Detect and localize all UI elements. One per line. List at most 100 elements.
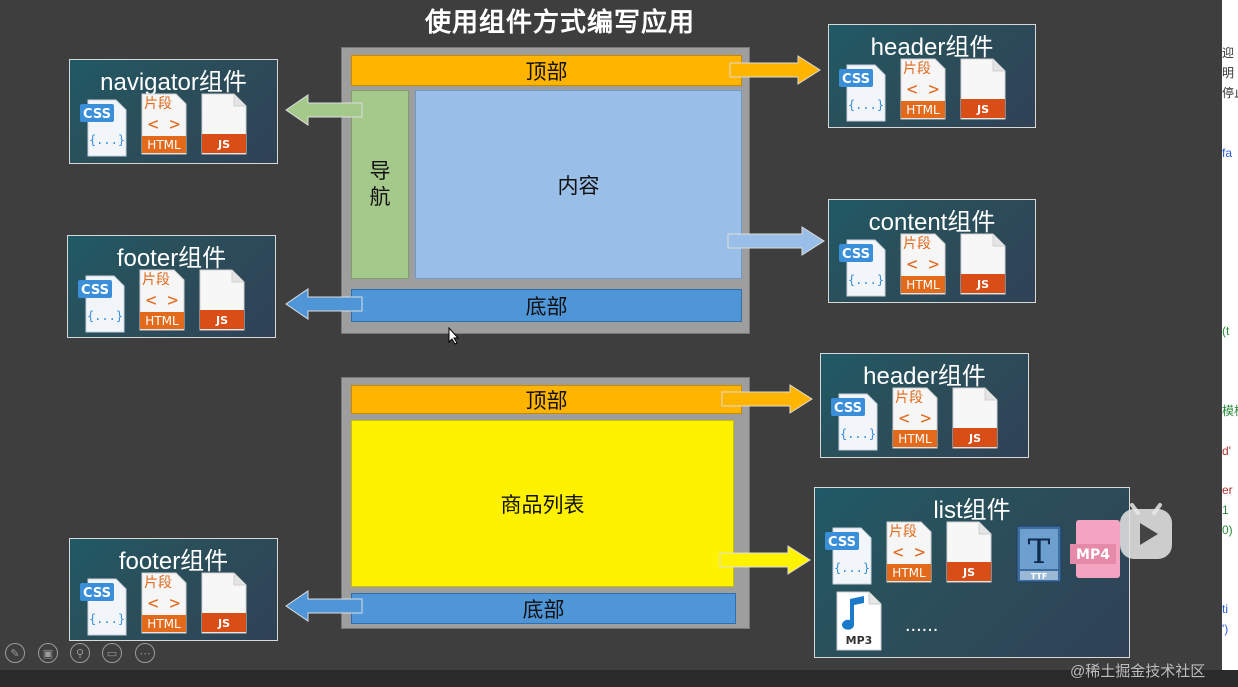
subtitle-icon[interactable]: ▭ <box>102 643 122 663</box>
footer-component-card-2: footer组件 CSS {...} 片段< >HTML JS <box>69 538 278 641</box>
css-label: CSS <box>81 283 109 298</box>
arrow-to-footer2 <box>285 590 363 622</box>
strip-text: 模板 <box>1222 404 1238 418</box>
js-label: JS <box>968 432 981 445</box>
html-file-icon: 片段 < > HTML <box>899 57 947 120</box>
snippet-label: 片段 <box>142 272 170 288</box>
css-label: CSS <box>83 586 111 601</box>
css-braces: {...} <box>848 273 884 287</box>
more-files-ellipsis: ...... <box>905 614 939 636</box>
snippet-label: 片段 <box>889 524 917 540</box>
slides-icon[interactable]: ▣ <box>38 643 58 663</box>
js-label: JS <box>215 314 228 327</box>
js-file-icon: JS <box>951 386 999 449</box>
strip-text: ti <box>1222 602 1228 616</box>
svg-text:< >: < > <box>899 408 932 429</box>
css-file-icon: CSS {...} <box>78 272 126 333</box>
svg-text:< >: < > <box>146 290 179 311</box>
css-braces: {...} <box>89 612 125 626</box>
svg-text:T: T <box>1028 532 1051 572</box>
card-title: content组件 <box>868 209 996 236</box>
arrow-to-header2 <box>721 384 813 414</box>
css-braces: {...} <box>848 98 884 112</box>
js-file-icon: JS <box>945 520 993 583</box>
footer-component-card: footer组件 CSS {...} 片段 < > HTML JS <box>67 235 276 338</box>
css-braces: {...} <box>89 133 125 147</box>
arrow-to-header1 <box>729 55 821 85</box>
editor-strip: 迎 明 停止 fa (t 模板 d' er 1 0) ti ') <box>1222 0 1238 687</box>
js-file-icon: JS <box>200 92 248 155</box>
js-label: JS <box>217 617 230 630</box>
snippet-label: 片段 <box>144 96 172 112</box>
top-nav-block: 导 航 <box>351 90 409 279</box>
snippet-label: 片段 <box>895 390 923 406</box>
arrow-to-content <box>727 226 825 256</box>
mp3-label: MP3 <box>846 634 873 647</box>
html-file-icon: 片段< >HTML <box>891 386 939 449</box>
zoom-icon[interactable]: ⚲ <box>70 643 90 663</box>
top-header-block: 顶部 <box>351 55 742 86</box>
svg-text:< >: < > <box>907 79 940 100</box>
content-component-card: content组件 CSS {...} 片段< >HTML JS <box>828 199 1036 303</box>
css-label: CSS <box>834 401 862 416</box>
html-label: HTML <box>147 138 181 152</box>
html-label: HTML <box>906 103 940 117</box>
arrow-to-navigator <box>285 94 363 126</box>
html-label: HTML <box>145 314 179 328</box>
card-title: navigator组件 <box>100 69 247 96</box>
card-title: header组件 <box>870 34 994 61</box>
strip-text: 明 <box>1222 66 1235 80</box>
css-label: CSS <box>828 535 856 550</box>
snippet-label: 片段 <box>903 236 931 252</box>
css-braces: {...} <box>87 309 123 323</box>
css-file-icon: CSS {...} <box>80 96 128 157</box>
css-file-icon: CSS {...} <box>831 390 879 451</box>
strip-text: 停止 <box>1222 86 1238 100</box>
svg-text:< >: < > <box>148 114 181 135</box>
html-file-icon: 片段< >HTML <box>899 232 947 295</box>
arrow-to-list <box>719 545 811 575</box>
js-label: JS <box>962 566 975 579</box>
bottom-footer-block: 底部 <box>351 593 736 624</box>
html-file-icon: 片段 < > HTML <box>140 92 188 155</box>
nav-label: 导 航 <box>369 160 391 209</box>
strip-text: d' <box>1222 444 1231 458</box>
strip-text: ') <box>1222 622 1229 636</box>
html-file-icon: 片段< >HTML <box>140 571 188 634</box>
card-title: footer组件 <box>116 245 227 272</box>
css-file-icon: CSS {...} <box>839 236 887 297</box>
top-footer-block: 底部 <box>351 289 742 322</box>
strip-text: 1 <box>1222 503 1229 517</box>
css-braces: {...} <box>834 561 870 575</box>
mp4-label: MP4 <box>1076 547 1110 563</box>
svg-text:< >: < > <box>893 542 926 563</box>
pen-icon[interactable]: ✎ <box>5 643 25 663</box>
bottom-list-block: 商品列表 <box>351 420 734 587</box>
bottom-bar <box>0 670 1238 687</box>
js-label: JS <box>976 103 989 116</box>
html-label: HTML <box>147 617 181 631</box>
mp3-file-icon: MP3 <box>836 591 882 651</box>
snippet-label: 片段 <box>903 61 931 77</box>
js-file-icon: JS <box>959 57 1007 120</box>
slide-title: 使用组件方式编写应用 <box>424 7 695 37</box>
js-file-icon: JS <box>198 268 246 331</box>
strip-text: 迎 <box>1222 46 1235 60</box>
bottom-header-block: 顶部 <box>351 385 742 414</box>
more-icon[interactable]: ⋯ <box>135 643 155 663</box>
css-file-icon: CSS{...} <box>839 61 887 122</box>
card-title: footer组件 <box>118 548 229 575</box>
html-label: HTML <box>906 278 940 292</box>
css-file-icon: CSS {...} <box>80 575 128 636</box>
css-label: CSS <box>83 107 111 122</box>
strip-text: er <box>1222 483 1233 497</box>
js-label: JS <box>976 278 989 291</box>
css-label: CSS <box>842 247 870 262</box>
card-title: list组件 <box>933 497 1011 524</box>
play-button[interactable] <box>1118 503 1174 565</box>
css-braces: {...} <box>840 427 876 441</box>
header-component-card: header组件 CSS{...} 片段 < > HTML JS <box>828 24 1036 128</box>
watermark: @稀土掘金技术社区 <box>1070 663 1206 680</box>
mp4-file-icon: MP4 <box>1070 520 1122 580</box>
